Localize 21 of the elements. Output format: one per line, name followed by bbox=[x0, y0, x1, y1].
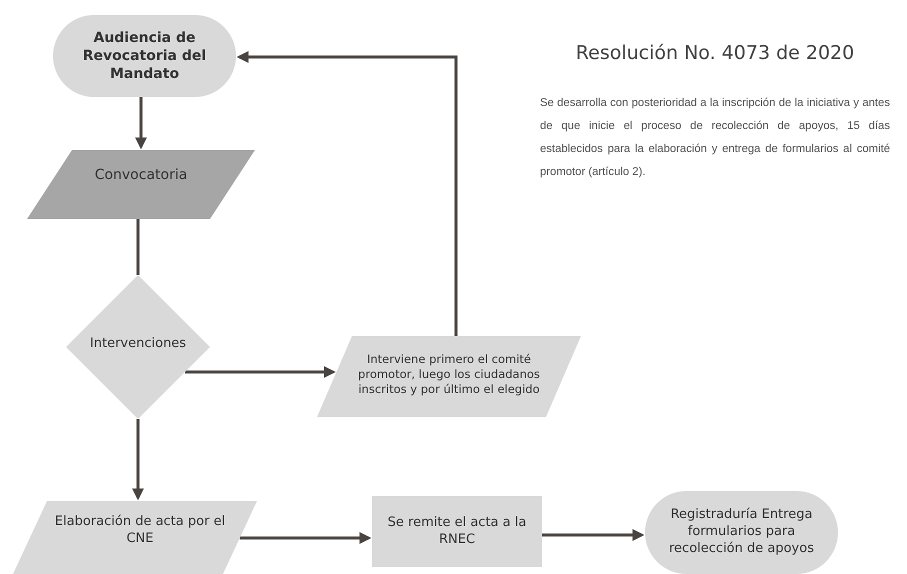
heading: Resolución No. 4073 de 2020 bbox=[574, 42, 856, 64]
data-parallelogram bbox=[27, 150, 255, 219]
arrow bbox=[240, 532, 372, 544]
arrow bbox=[542, 529, 644, 541]
arrow bbox=[185, 366, 336, 378]
node-label: Convocatoria bbox=[94, 166, 188, 185]
arrow bbox=[135, 97, 147, 150]
description-paragraph: Se desarrolla con posterioridad a la inscripción de la iniciativa y antes de que inicie el proceso de recolección de apoyos, 15 días establecidos para la elaboración y entrega de formularios al comité promotor (artículo 2). bbox=[540, 96, 890, 180]
arrow bbox=[132, 419, 144, 500]
data-parallelogram bbox=[317, 336, 581, 417]
connector-line bbox=[136, 219, 140, 275]
node-label: Elaboración de acta por el CNE bbox=[54, 514, 226, 548]
decision-diamond bbox=[66, 275, 210, 419]
node-label: Interviene primero el comité promotor, luego los ciudadanos inscritos y por último el elegido bbox=[357, 352, 541, 397]
arrow bbox=[236, 51, 458, 336]
node-label: Registraduría Entrega formularios para recolección de apoyos bbox=[668, 507, 815, 558]
node-label: Audiencia de Revocatoria del Mandato bbox=[82, 28, 208, 84]
process-box bbox=[372, 496, 542, 567]
node-label: Intervenciones bbox=[90, 336, 186, 352]
data-parallelogram bbox=[13, 501, 257, 574]
node-label: Se remite el acta a la RNEC bbox=[386, 514, 528, 548]
